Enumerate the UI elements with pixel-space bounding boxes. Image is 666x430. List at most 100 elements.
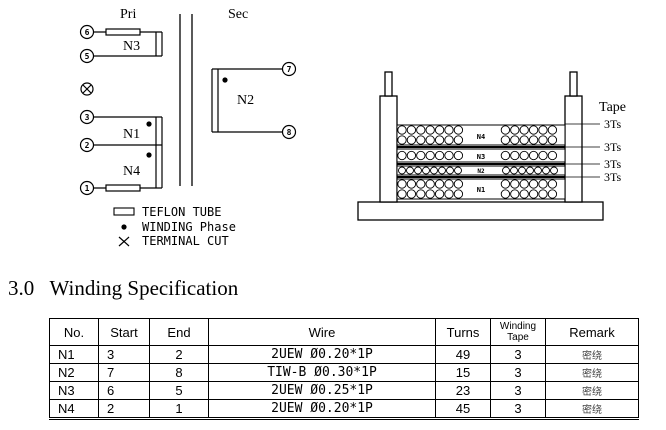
sec-label: Sec — [228, 7, 248, 22]
cell-remark: 密绕 — [545, 399, 639, 420]
col-wire: Wire — [208, 318, 436, 346]
wire-turn — [528, 150, 539, 161]
cell-start: 7 — [98, 363, 150, 382]
cell-no: N3 — [49, 381, 99, 400]
wire-turn — [444, 179, 454, 189]
wire-turn — [444, 189, 454, 199]
winding-phase-icon — [121, 224, 127, 230]
wire-turn — [397, 125, 407, 135]
wire-turn — [406, 150, 417, 161]
cell-no: N1 — [49, 345, 99, 364]
wire-turn — [510, 135, 520, 145]
wire-turn — [518, 166, 526, 175]
wire-turn — [416, 125, 426, 135]
wire-turn — [397, 179, 407, 189]
wire-turn — [434, 179, 445, 189]
wire-turn — [406, 135, 417, 145]
legend-winding-phase: WINDING Phase — [142, 220, 236, 234]
wire-turn — [444, 125, 454, 135]
col-remark: Remark — [545, 318, 639, 346]
teflon-tube-icon — [113, 207, 135, 216]
wire-turn — [444, 135, 454, 145]
col-end: End — [149, 318, 209, 346]
wire-turn — [526, 166, 534, 175]
wire-turn — [500, 135, 511, 145]
winding-n3 — [94, 28, 163, 57]
layer-label-n4: N4 — [477, 133, 485, 141]
cell-remark: 密绕 — [545, 381, 639, 400]
wire-turn — [425, 135, 435, 145]
pri-label: Pri — [120, 7, 136, 22]
cell-turns: 49 — [435, 345, 491, 364]
wire-turn — [519, 189, 529, 199]
wire-turn — [416, 189, 426, 199]
wire-turn — [406, 125, 417, 135]
pin-5-label: 5 — [85, 52, 90, 61]
pin-8-label: 8 — [287, 128, 292, 137]
terminal-cut-icon — [118, 236, 130, 247]
section-heading: 3.0 Winding Specification — [8, 276, 238, 301]
wire-turn — [434, 150, 445, 161]
col-no: No. — [49, 318, 99, 346]
wire-turn — [538, 189, 548, 199]
wire-turn — [446, 166, 454, 175]
wire-turn — [510, 150, 520, 161]
cell-tape: 3 — [490, 363, 546, 382]
cell-wire: 2UEW Ø0.20*1P — [208, 399, 436, 420]
wire-turn — [519, 179, 529, 189]
wire-turn — [397, 189, 407, 199]
cell-end: 2 — [149, 345, 209, 364]
wire-turn — [422, 166, 430, 175]
pin-6: 6 — [79, 24, 95, 40]
pin-7: 7 — [281, 61, 297, 77]
tape-leaders — [565, 123, 600, 178]
winding-n1-n4 — [94, 116, 163, 192]
transformer-core — [179, 14, 193, 186]
wire-turn — [397, 135, 407, 145]
tape-turns-1: 3Ts — [604, 117, 621, 131]
wire-turn — [406, 166, 414, 175]
table-row: N2 7 8 TIW-B Ø0.30*1P 15 3 密绕 — [49, 363, 639, 382]
wire-turn — [519, 135, 529, 145]
table-row: N3 6 5 2UEW Ø0.25*1P 23 3 密绕 — [49, 381, 639, 400]
pin-3-label: 3 — [85, 113, 90, 122]
wire-turn — [547, 150, 558, 161]
wire-turn — [500, 150, 511, 161]
cell-end: 8 — [149, 363, 209, 382]
wire-turn — [528, 125, 539, 135]
wire-turn — [425, 125, 435, 135]
pin-1-label: 1 — [85, 184, 90, 193]
wire-turn — [500, 125, 511, 135]
pin-2-label: 2 — [85, 141, 90, 150]
layer-label-n2: N2 — [477, 168, 485, 175]
wire-turn — [406, 189, 417, 199]
wire-turn — [538, 135, 548, 145]
legend-teflon-tube: TEFLON TUBE — [142, 205, 221, 219]
wire-turn — [425, 189, 435, 199]
phase-dot-n1 — [146, 121, 152, 127]
cell-tape: 3 — [490, 399, 546, 420]
wire-turn — [547, 125, 558, 135]
wire-turn — [414, 166, 422, 175]
cell-end: 1 — [149, 399, 209, 420]
col-turns: Turns — [435, 318, 491, 346]
wire-turn — [453, 189, 464, 199]
wire-turn — [538, 179, 548, 189]
table-header-row: No. Start End Wire Turns Winding Tape Re… — [49, 318, 639, 346]
table-row: N4 2 1 2UEW Ø0.20*1P 45 3 密绕 — [49, 399, 639, 420]
winding-label-n1: N1 — [123, 127, 140, 142]
wire-turn — [453, 125, 464, 135]
layer-n3: N3 — [396, 148, 566, 163]
wire-turn — [444, 150, 454, 161]
terminal-cut-pin — [80, 82, 94, 96]
legend-terminal-cut: TERMINAL CUT — [142, 234, 229, 248]
wire-turn — [534, 166, 542, 175]
winding-n2 — [211, 68, 282, 133]
wire-turn — [500, 189, 511, 199]
wire-turn — [502, 166, 510, 175]
wire-turn — [510, 125, 520, 135]
wire-turn — [397, 150, 407, 161]
layer-n1: N1 — [396, 178, 566, 200]
cell-start: 2 — [98, 399, 150, 420]
section-number: 3.0 — [8, 276, 35, 300]
